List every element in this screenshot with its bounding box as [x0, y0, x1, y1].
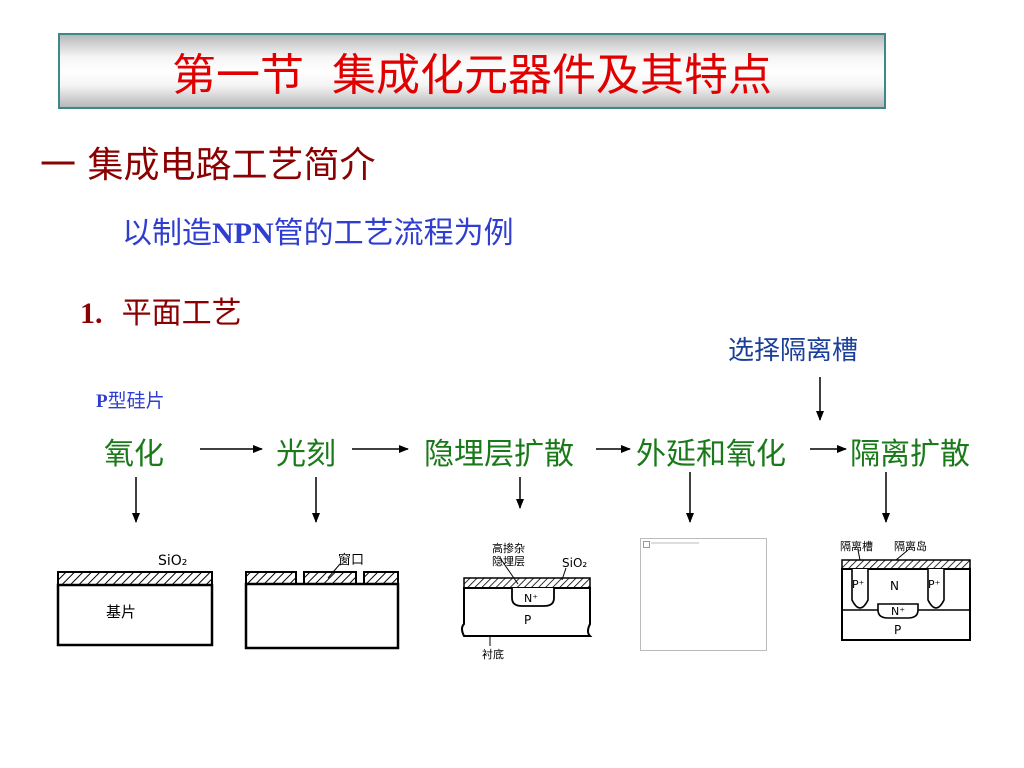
diagram-oxidation: SiO₂ 基片: [56, 553, 214, 647]
page-title: 第一节 集成化元器件及其特点: [172, 50, 772, 101]
wafer-label-p: P: [96, 391, 108, 412]
diagram-buried-layer: 高掺杂 隐埋层 SiO₂ N⁺ P 衬底: [461, 541, 593, 661]
title-banner: 第一节 集成化元器件及其特点: [58, 33, 886, 109]
step-number: 1.: [80, 297, 103, 330]
d1-substrate-label: 基片: [106, 603, 136, 621]
step-buried-layer-diffusion: 隐埋层扩散: [424, 437, 574, 472]
d3-sio2-label: SiO₂: [562, 556, 587, 570]
diagram-epitaxy-placeholder: [640, 538, 767, 651]
diagram-isolation: 隔离槽 隔离岛 P⁺ N P⁺ N⁺ P: [840, 539, 971, 641]
diagram-photolithography: 窗口: [244, 552, 400, 650]
d2-window-label: 窗口: [338, 552, 364, 568]
d3-p-label: P: [524, 613, 531, 627]
d3-substrate-label: 衬底: [482, 647, 504, 661]
wafer-label-rest: 型硅片: [107, 390, 165, 412]
subheading: 以制造NPN管的工艺流程为例: [122, 208, 514, 252]
step-photolithography: 光刻: [276, 437, 336, 472]
step-title: 1. 平面工艺: [80, 288, 242, 332]
d3-buried-label: 隐埋层: [492, 555, 525, 568]
d5-pplus-left-label: P⁺: [852, 578, 865, 591]
step-isolation-diffusion: 隔离扩散: [850, 437, 970, 472]
d5-p-label: P: [894, 623, 901, 637]
step-oxidation: 氧化: [104, 437, 164, 472]
d5-n-label: N: [890, 579, 899, 593]
annotation-isolation-groove: 选择隔离槽: [728, 336, 859, 366]
d5-groove-label: 隔离槽: [840, 539, 873, 553]
subheading-npn: NPN: [212, 217, 274, 250]
subheading-suffix: 管的工艺流程为例: [273, 216, 514, 251]
broken-image-icon: [643, 541, 650, 548]
d5-island-label: 隔离岛: [894, 539, 927, 553]
subheading-prefix: 以制造: [122, 216, 212, 251]
d5-pplus-right-label: P⁺: [928, 578, 941, 591]
placeholder-scribble: [651, 542, 699, 544]
d1-sio2-label: SiO₂: [158, 553, 187, 569]
step-epitaxy-oxidation: 外延和氧化: [636, 437, 786, 472]
d3-nplus-label: N⁺: [524, 592, 538, 605]
d3-heavy-label: 高掺杂: [492, 541, 525, 555]
wafer-label: P型硅片: [96, 386, 165, 413]
step-title-text: 平面工艺: [121, 296, 242, 331]
section-heading: 一 集成电路工艺简介: [40, 145, 376, 186]
d5-nplus-label: N⁺: [891, 605, 905, 618]
